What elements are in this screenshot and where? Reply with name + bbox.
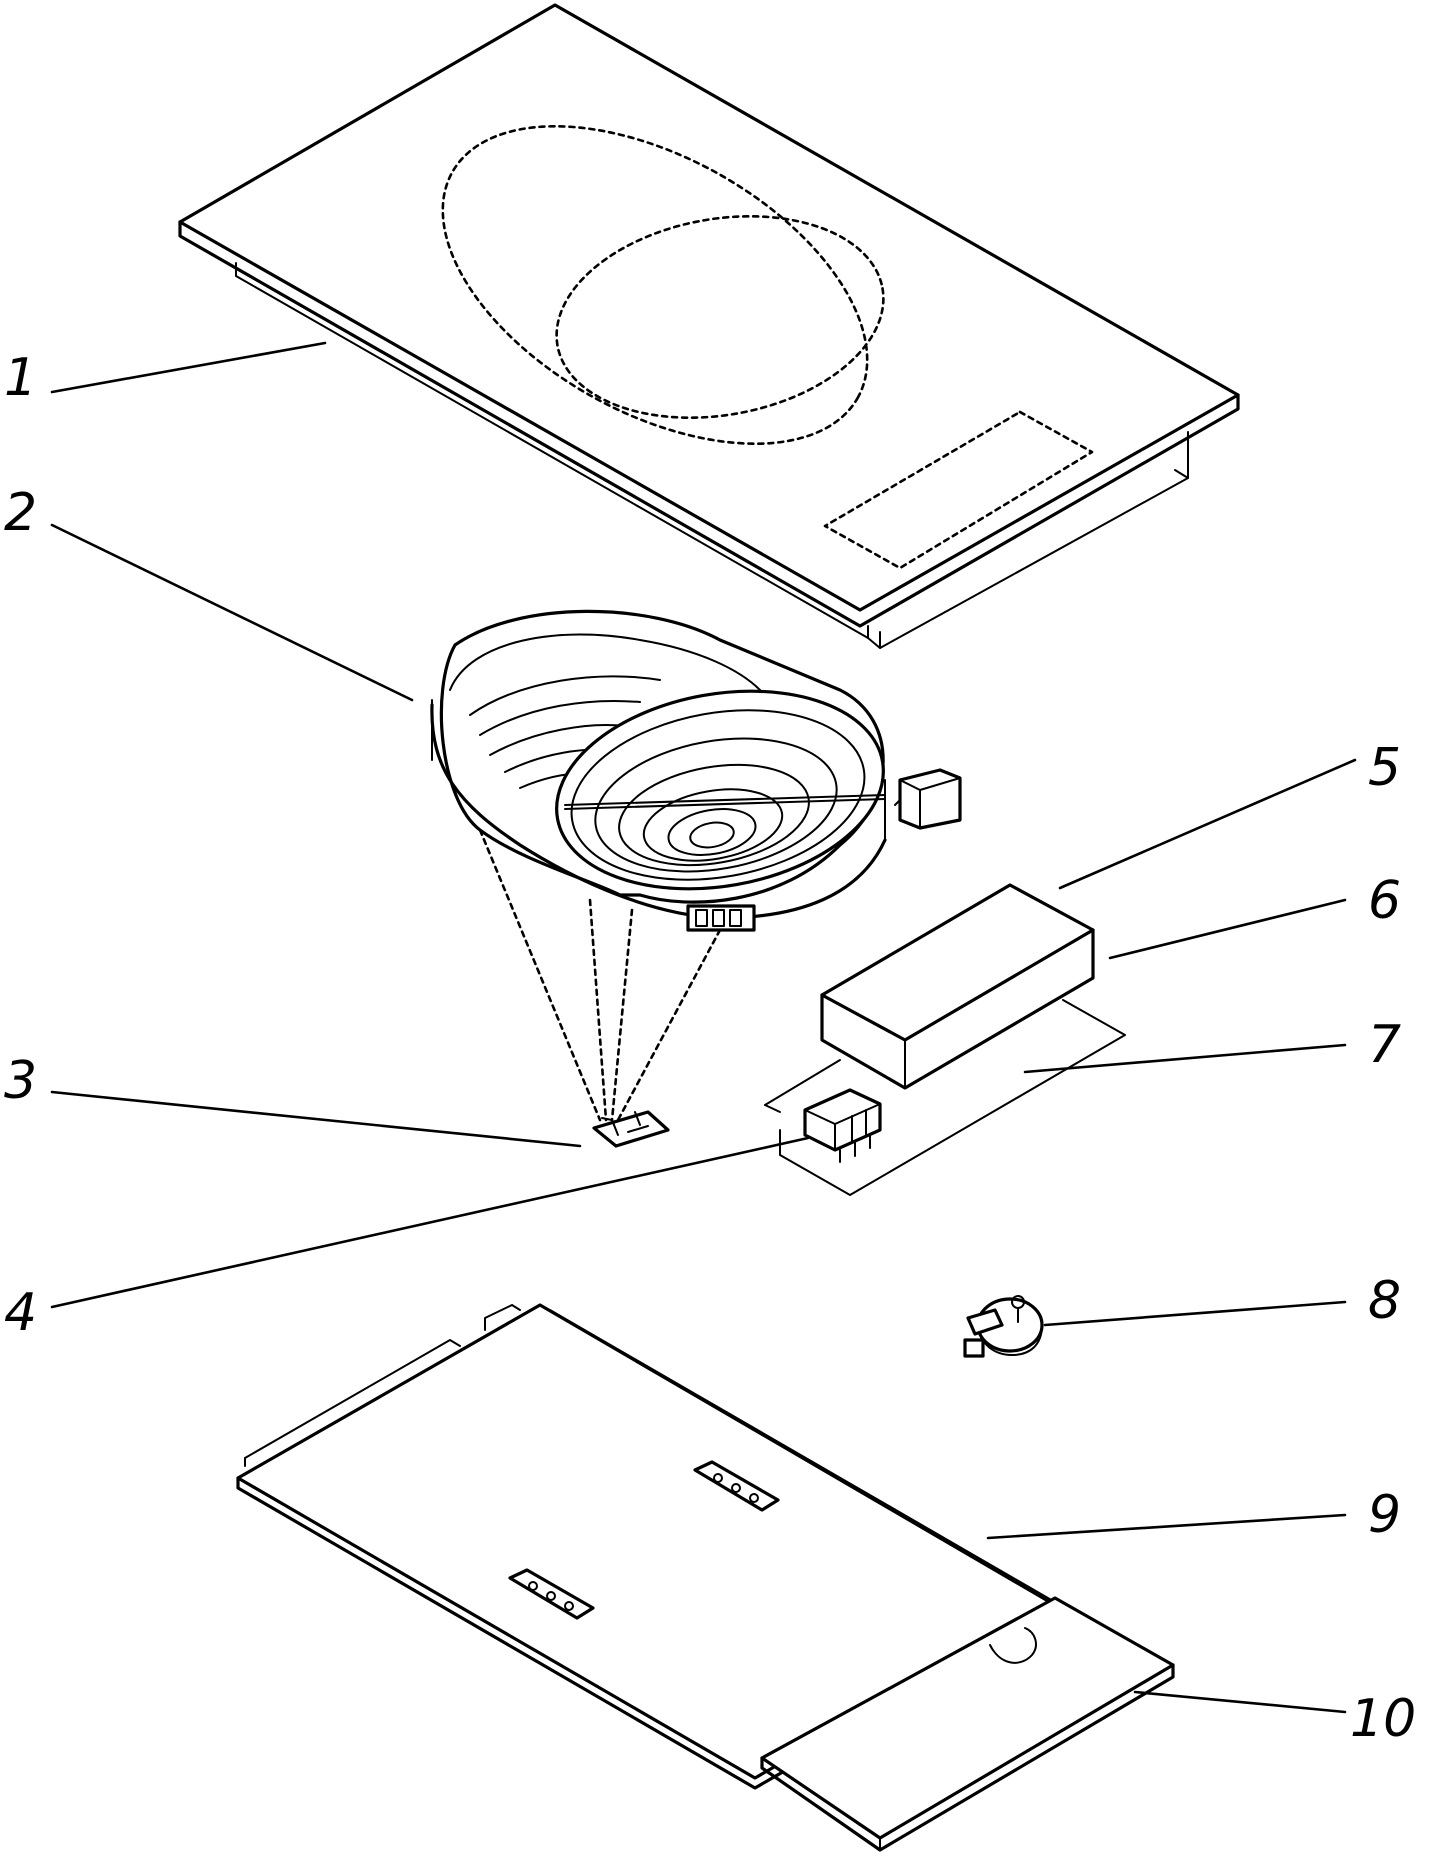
label-6: 6 (1368, 871, 1401, 931)
leader-6 (1108, 898, 1347, 960)
circuit-board (764, 999, 1126, 1196)
rear-cover (760, 1596, 1175, 1852)
label-8: 8 (1368, 1271, 1401, 1331)
leader-2 (50, 523, 414, 702)
label-9: 9 (1368, 1485, 1401, 1545)
small-cooking-zone-marking (555, 215, 885, 419)
label-5: 5 (1368, 738, 1401, 798)
leader-lines (50, 341, 1357, 1714)
leader-3 (50, 1090, 582, 1148)
leader-7 (1023, 1043, 1347, 1074)
leader-9 (986, 1513, 1347, 1540)
fan-unit (963, 1295, 1044, 1358)
leader-8 (1043, 1300, 1347, 1327)
sensor-clip (592, 1110, 670, 1148)
control-area-marking (823, 410, 1094, 570)
reference-numerals: 1 2 3 4 5 6 7 8 9 10 (4, 348, 1416, 1749)
leader-10 (1133, 1690, 1347, 1714)
leader-4 (50, 1136, 810, 1309)
projection-lines (478, 828, 722, 1122)
label-7: 7 (1368, 1015, 1401, 1075)
label-3: 3 (4, 1051, 37, 1111)
label-2: 2 (4, 483, 37, 543)
relay-component (803, 1088, 882, 1163)
electronics-box (820, 883, 1095, 1090)
large-cooking-zone-marking (441, 125, 869, 445)
top-plate (178, 3, 1240, 649)
base-plate (236, 1303, 1061, 1790)
coil-carrier (430, 609, 962, 932)
label-4: 4 (4, 1283, 37, 1343)
leader-5 (1058, 758, 1357, 890)
label-10: 10 (1350, 1689, 1416, 1749)
leader-1 (50, 341, 327, 394)
label-1: 1 (4, 348, 37, 408)
